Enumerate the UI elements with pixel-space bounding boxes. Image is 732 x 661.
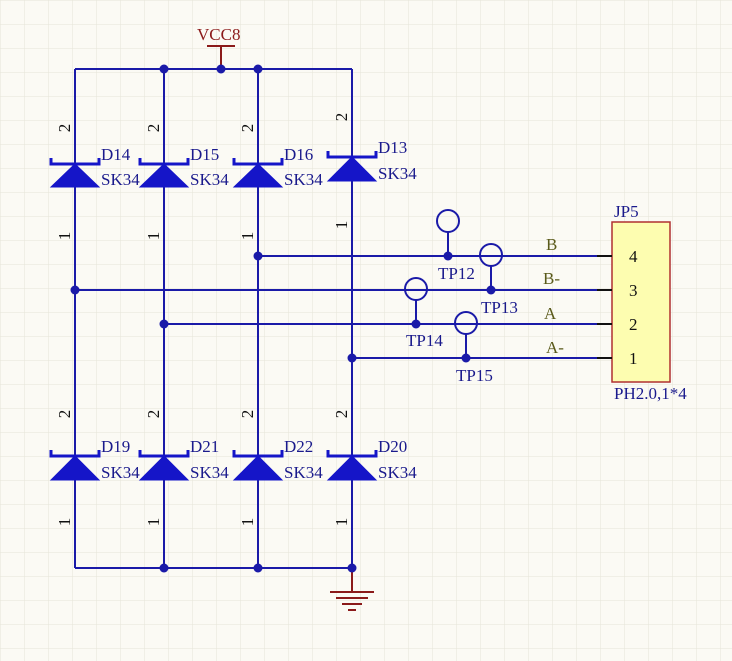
junctions	[70, 64, 496, 573]
test-point-tp13[interactable]: TP13	[479, 243, 518, 317]
diode-ref: D19	[101, 437, 130, 456]
diode-value: SK34	[190, 170, 229, 189]
diode-pin-cathode: 2	[55, 410, 74, 419]
test-point-tp15[interactable]: TP15	[454, 311, 493, 385]
test-point-tp14[interactable]: TP14	[404, 277, 443, 350]
diodes: D14SK3421D15SK3421D16SK3421D13SK3421D19S…	[49, 113, 417, 527]
diode-pin-cathode: 2	[144, 124, 163, 133]
connector-pin-1: 1	[629, 349, 638, 368]
diode-pin-cathode: 2	[332, 410, 351, 419]
diode-ref: D21	[190, 437, 219, 456]
diode-pin-anode: 1	[144, 518, 163, 527]
diode-ref: D20	[378, 437, 407, 456]
vcc-label: VCC8	[197, 25, 240, 44]
net-label-a: A	[544, 304, 557, 323]
diode-cathode-bar	[232, 158, 284, 166]
diode-triangle	[138, 163, 190, 188]
tp14-label: TP14	[406, 331, 443, 350]
diode-pin-anode: 1	[144, 232, 163, 241]
diode-value: SK34	[101, 170, 140, 189]
diode-ref: D16	[284, 145, 313, 164]
diode-value: SK34	[284, 463, 323, 482]
diode-triangle	[138, 455, 190, 481]
diode-cathode-bar	[138, 158, 190, 166]
diode-pin-anode: 1	[55, 518, 74, 527]
diode-cathode-bar	[232, 450, 284, 458]
diode-pin-anode: 1	[238, 518, 257, 527]
diode-pin-anode: 1	[55, 232, 74, 241]
diode-ref: D15	[190, 145, 219, 164]
diode-value: SK34	[284, 170, 323, 189]
diode-triangle	[232, 455, 284, 481]
diode-value: SK34	[190, 463, 229, 482]
diode-cathode-bar	[138, 450, 190, 458]
connector-pin-2: 2	[629, 315, 638, 334]
diode-cathode-bar	[326, 151, 378, 159]
diode-pin-cathode: 2	[144, 410, 163, 419]
diode-value: SK34	[101, 463, 140, 482]
connector-pin-3: 3	[629, 281, 638, 300]
diode-pin-anode: 1	[238, 232, 257, 241]
connector-value: PH2.0,1*4	[614, 384, 687, 403]
diode-triangle	[326, 455, 378, 481]
diode-triangle	[49, 163, 101, 188]
connector-pin-4: 4	[629, 247, 638, 266]
net-label-b: B	[546, 235, 557, 254]
diode-pin-cathode: 2	[238, 124, 257, 133]
diode-pin-anode: 1	[332, 221, 351, 230]
vcc-power-symbol[interactable]: VCC8	[197, 25, 240, 69]
diode-pin-cathode: 2	[238, 410, 257, 419]
diode-ref: D14	[101, 145, 131, 164]
ground-symbol[interactable]	[330, 568, 374, 611]
connector-ref: JP5	[614, 202, 639, 221]
net-label-b-minus: B-	[543, 269, 560, 288]
tp15-label: TP15	[456, 366, 493, 385]
diode-triangle	[326, 156, 378, 182]
diode-value: SK34	[378, 164, 417, 183]
tp13-label: TP13	[481, 298, 518, 317]
test-point-tp12[interactable]: TP12	[436, 209, 475, 283]
diode-pin-anode: 1	[332, 518, 351, 527]
diode-ref: D13	[378, 138, 407, 157]
connector-body	[611, 221, 671, 383]
diode-pin-cathode: 2	[332, 113, 351, 122]
diode-cathode-bar	[326, 450, 378, 458]
wires	[74, 68, 612, 569]
net-label-a-minus: A-	[546, 338, 564, 357]
diode-triangle	[232, 163, 284, 188]
diode-ref: D22	[284, 437, 313, 456]
diode-pin-cathode: 2	[55, 124, 74, 133]
connector-jp5[interactable]: JP5 4 3 2 1 PH2.0,1*4	[597, 202, 687, 403]
diode-value: SK34	[378, 463, 417, 482]
diode-cathode-bar	[49, 158, 101, 166]
diode-triangle	[49, 455, 101, 481]
diode-cathode-bar	[49, 450, 101, 458]
tp12-label: TP12	[438, 264, 475, 283]
